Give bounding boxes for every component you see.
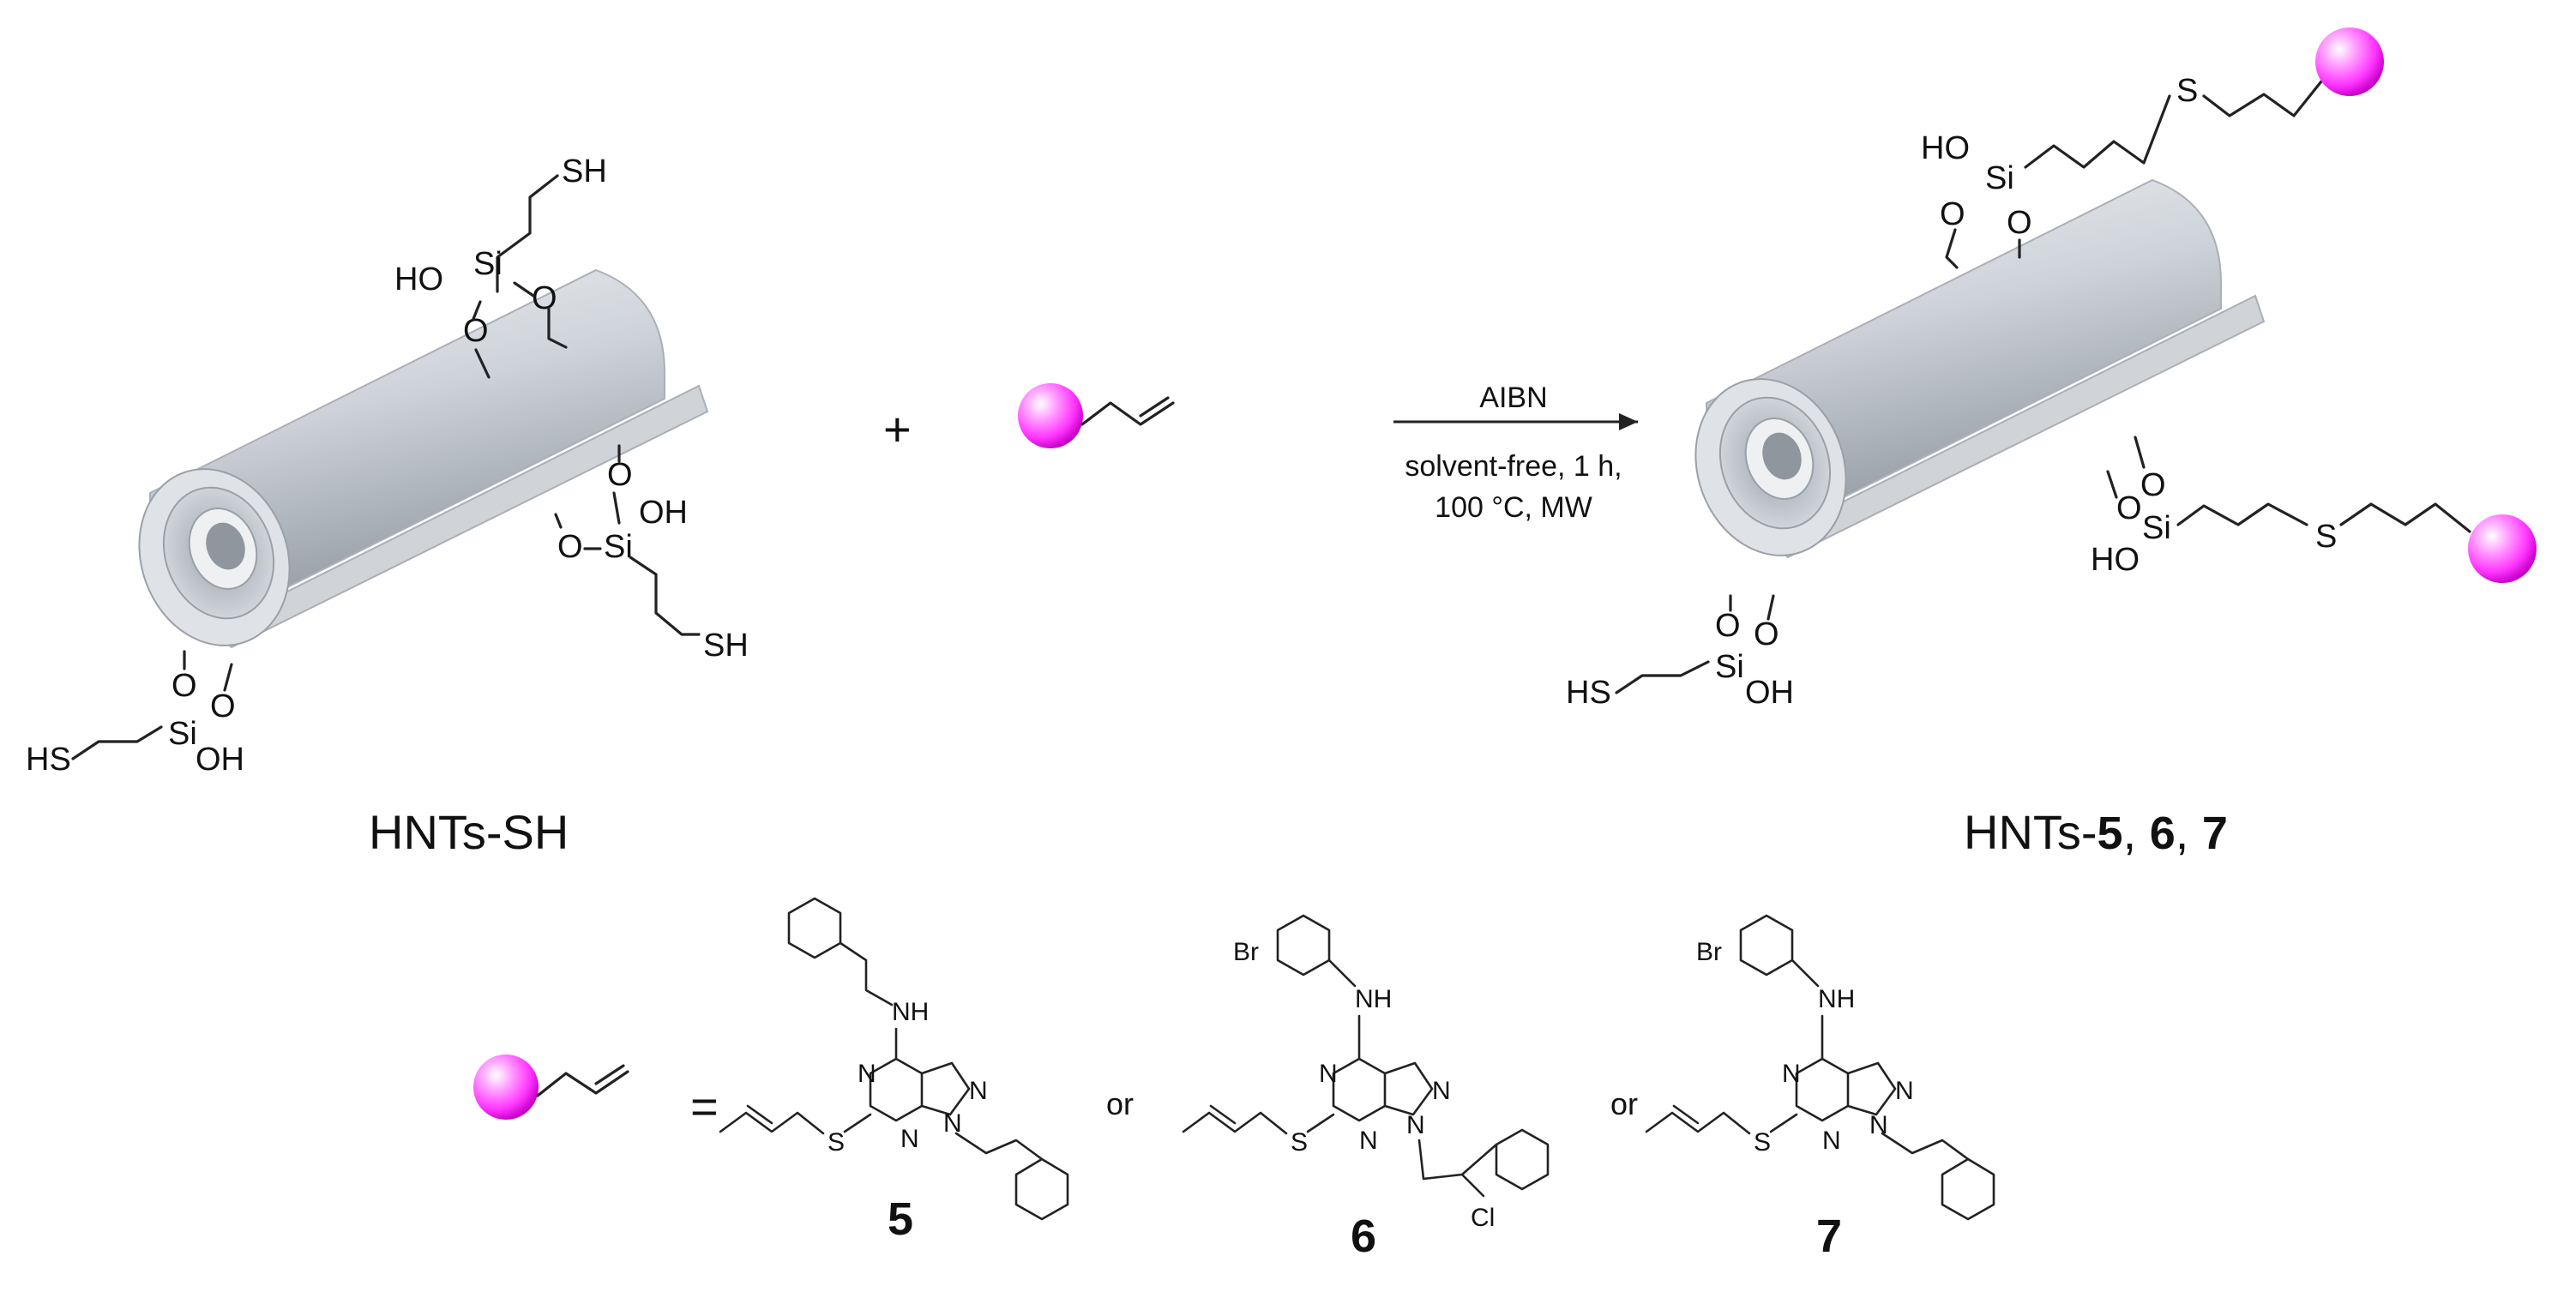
legend-sphere	[473, 1055, 629, 1120]
equals-sign: =	[690, 1079, 719, 1133]
atom-hs: HS	[1566, 675, 1611, 711]
atom-br: Br	[1233, 938, 1259, 966]
atom-si: Si	[604, 529, 633, 565]
atom-o: O	[607, 457, 633, 493]
atom-sh: SH	[562, 153, 607, 189]
atom-oh: OH	[639, 495, 688, 531]
atom-si: Si	[1985, 160, 2014, 196]
atom-si: Si	[168, 716, 197, 752]
atom-o: O	[463, 313, 489, 349]
conditions-line-1: solvent-free, 1 h,	[1405, 450, 1622, 483]
atom-o: O	[172, 668, 197, 704]
atom-hs: HS	[26, 742, 71, 778]
atom-cl: Cl	[1471, 1204, 1495, 1232]
atom-o: O	[2007, 205, 2032, 241]
compound-7-structure: Br NH N N N N S 7	[1645, 914, 1995, 1262]
compound-5-label: 5	[888, 1193, 913, 1245]
atom-o: O	[1715, 608, 1741, 644]
product-top-arm: HO Si O O S	[1921, 27, 2384, 269]
or-separator-1: or	[1106, 1086, 1134, 1121]
atom-n: N	[1432, 1077, 1451, 1105]
atom-n: N	[943, 1109, 962, 1138]
atom-n: N	[900, 1125, 919, 1153]
atom-n: N	[1319, 1060, 1338, 1088]
atom-oh: OH	[1745, 675, 1794, 711]
plus-sign: +	[883, 402, 912, 456]
atom-ho: HO	[2091, 542, 2140, 578]
atom-oh: OH	[196, 742, 244, 778]
allyl-reagent	[1018, 383, 1175, 448]
substituent-sphere	[2315, 27, 2384, 96]
atom-ho: HO	[394, 261, 443, 297]
compound-6-label: 6	[1351, 1211, 1376, 1262]
atom-s: S	[1754, 1128, 1771, 1157]
reactant-label: HNTs-SH	[369, 805, 569, 859]
atom-si: Si	[1715, 649, 1744, 685]
atom-s: S	[828, 1128, 845, 1157]
atom-o: O	[1940, 196, 1965, 232]
atom-o: O	[210, 688, 236, 724]
atom-ho: HO	[1921, 130, 1970, 166]
substituent-sphere	[2468, 514, 2537, 583]
atom-nh: NH	[892, 998, 929, 1026]
or-separator-2: or	[1610, 1086, 1638, 1121]
atom-s: S	[2315, 519, 2337, 555]
reaction-arrow	[1393, 413, 1638, 430]
atom-n: N	[1359, 1127, 1378, 1155]
atom-si: Si	[473, 246, 503, 282]
atom-o: O	[557, 529, 583, 565]
atom-n: N	[858, 1060, 876, 1088]
atom-o: O	[2140, 467, 2166, 503]
atom-sh: SH	[703, 628, 749, 664]
product-bottom-arm: O O Si OH HS	[1566, 594, 1794, 711]
atom-o: O	[1754, 616, 1779, 652]
product-label: HNTs-5, 6, 7	[1964, 805, 2228, 859]
atom-si: Si	[2142, 510, 2171, 546]
atom-n: N	[969, 1077, 988, 1105]
atom-o: O	[532, 280, 557, 316]
reactant-bottom-silane: O O Si OH HS	[26, 650, 244, 778]
conditions-line-2: 100 °C, MW	[1435, 491, 1592, 524]
product-nanotube	[1670, 179, 2265, 578]
atom-o: O	[2116, 490, 2142, 526]
atom-n: N	[1895, 1077, 1914, 1105]
reactant-middle-silane: O O Si OH SH	[554, 444, 749, 664]
atom-nh: NH	[1355, 985, 1392, 1013]
atom-nh: NH	[1818, 985, 1855, 1013]
compound-6-structure: Br NH N N N N S Cl 6	[1182, 914, 1550, 1262]
reactant-top-silane: SH HO Si O O	[394, 153, 607, 379]
atom-s: S	[2176, 73, 2198, 109]
atom-br: Br	[1696, 938, 1722, 966]
product-middle-arm: O O Si HO S	[2091, 436, 2537, 583]
atom-n: N	[1406, 1111, 1425, 1139]
atom-n: N	[1822, 1127, 1841, 1155]
atom-n: N	[1782, 1060, 1801, 1088]
atom-n: N	[1869, 1111, 1888, 1139]
compound-7-label: 7	[1816, 1211, 1842, 1262]
substituent-sphere	[1018, 383, 1083, 448]
compound-5-structure: NH N N N N S 5	[719, 897, 1069, 1245]
atom-s: S	[1291, 1128, 1308, 1157]
substituent-sphere	[473, 1055, 539, 1120]
reagent-label: AIBN	[1479, 382, 1547, 414]
